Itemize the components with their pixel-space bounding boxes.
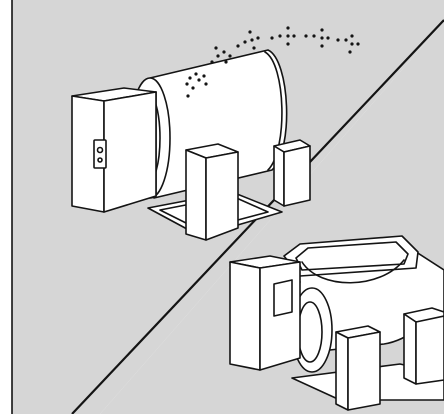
drum-machine	[71, 49, 311, 241]
trough-opening	[295, 241, 409, 271]
trough-front-leg-side	[335, 331, 349, 411]
dotted-arrow-icon	[185, 26, 360, 98]
trough-front-leg-front	[347, 331, 381, 411]
control-cabinet-face	[103, 91, 157, 213]
trough-cabinet-front	[229, 261, 261, 371]
trough-machine	[229, 235, 444, 411]
trough-cabinet-window	[273, 279, 293, 317]
rear-stand-leg-side	[273, 145, 285, 207]
rear-stand-leg-front	[283, 145, 311, 207]
trough-cabinet-side	[259, 261, 301, 371]
trough-inner-edge	[301, 259, 405, 284]
front-stand-leg-side	[185, 149, 207, 241]
control-light	[97, 157, 103, 163]
front-stand-leg-front	[205, 151, 239, 241]
trough-rear-leg-front	[415, 315, 444, 385]
trough-rear-leg-side	[403, 313, 417, 385]
control-knob	[96, 146, 104, 154]
control-panel-icon	[93, 139, 107, 169]
